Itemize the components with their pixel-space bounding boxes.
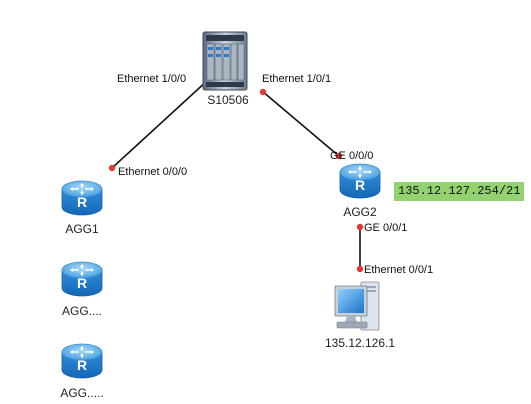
chassis-switch-icon xyxy=(202,31,248,91)
port-label-pc-eth001: Ethernet 0/0/1 xyxy=(364,264,433,276)
device-agg1[interactable]: AGG1 xyxy=(61,180,103,236)
core-switch-name: S10506 xyxy=(207,93,249,107)
agg-more-2-name: AGG..... xyxy=(60,386,103,400)
router-icon xyxy=(339,163,381,199)
port-label-core-eth101: Ethernet 1/0/1 xyxy=(262,73,331,85)
port-label-agg1-eth000: Ethernet 0/0/0 xyxy=(118,166,187,178)
device-agg-more-1[interactable]: AGG.... xyxy=(61,261,103,318)
device-agg-more-2[interactable]: AGG..... xyxy=(60,343,104,400)
port-dot-core-eth101 xyxy=(259,88,267,96)
device-core-switch[interactable]: S10506 xyxy=(202,31,249,107)
port-label-core-eth100: Ethernet 1/0/0 xyxy=(117,73,186,85)
port-dot-agg1-eth000 xyxy=(108,164,116,172)
pc-icon xyxy=(334,281,380,331)
router-icon xyxy=(61,343,103,379)
ip-address-badge: 135.12.127.254/21 xyxy=(394,182,525,201)
port-dot-pc-eth001 xyxy=(356,265,364,273)
port-label-agg2-ge000: GE 0/0/0 xyxy=(330,150,373,162)
device-pc[interactable]: 135.12.126.1 xyxy=(325,281,395,350)
port-label-agg2-ge001: GE 0/0/1 xyxy=(364,222,407,234)
link-core-agg2 xyxy=(261,90,341,158)
agg1-name: AGG1 xyxy=(65,222,99,236)
port-dot-agg2-ge000 xyxy=(335,152,343,160)
link-core-agg1 xyxy=(111,79,209,169)
agg2-name: AGG2 xyxy=(343,205,377,219)
port-dot-agg2-ge001 xyxy=(356,223,364,231)
pc-name: 135.12.126.1 xyxy=(325,336,395,350)
device-agg2[interactable]: AGG2 xyxy=(339,163,381,219)
router-icon xyxy=(61,261,103,297)
agg-more-1-name: AGG.... xyxy=(62,304,102,318)
router-icon xyxy=(61,180,103,216)
